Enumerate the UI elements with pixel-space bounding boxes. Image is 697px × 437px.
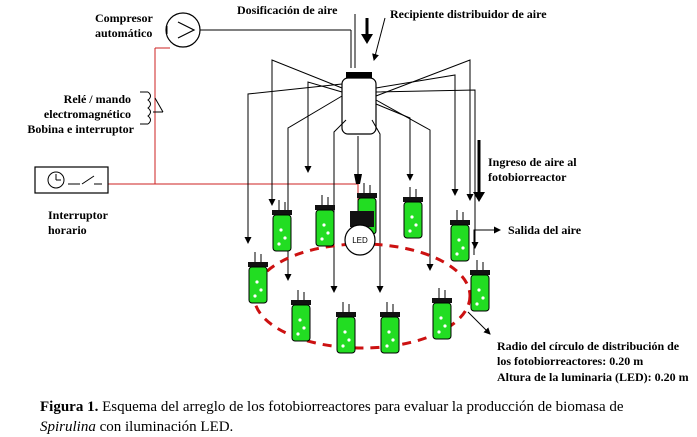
notes-label: Radio del círculo de distribución de los… [497,339,689,384]
led-label: LED [352,236,368,245]
air-tube [375,103,414,181]
photobioreactor [272,200,292,252]
timer-switch-icon [34,166,109,194]
figure-caption: Figura 1. Esquema del arreglo de los fot… [40,397,680,437]
air-tube [375,59,474,201]
photobioreactor [315,195,335,247]
air-outlet-label: Salida del aire [508,223,582,237]
compressor-label: Compresor automático [95,11,156,40]
distributor-pointer [372,17,386,61]
photobioreactor [450,210,470,262]
air-dosing-label: Dosificación de aire [237,3,338,17]
led-lamp: LED [344,136,376,256]
air-tube [268,59,343,206]
photobioreactors [248,183,490,354]
air-tube [330,119,347,293]
notes-pointer [467,311,491,335]
air-distributor-vessel [341,72,377,135]
power-wiring [108,47,359,215]
photobioreactor [336,302,356,354]
photobioreactor [403,187,423,239]
air-inlet-arrow [473,140,485,202]
photobioreactor [291,290,311,342]
air-tube [375,74,459,196]
timer-label: Interruptor horario [48,208,111,237]
figure-label: Figura 1. [40,399,99,415]
photobioreactor [380,302,400,354]
air-tube [244,83,343,244]
air-dosing-arrow [361,18,373,44]
photobioreactor [432,288,452,340]
caption-species: Spirulina [40,419,96,435]
caption-text-1: Esquema del arreglo de los fotobiorreact… [98,399,624,415]
air-tube [375,99,434,271]
air-outlet-arrow [473,226,501,255]
distributor-label: Recipiente distribuidor de aire [390,7,547,21]
photobioreactor [248,252,268,304]
relay-icon [140,91,164,125]
compressor-icon [165,12,201,48]
air-tube [304,81,343,173]
air-tube [371,119,384,293]
air-supply-line [200,14,356,68]
relay-label: Relé / mando electromagnético Bobina e i… [27,92,134,136]
air-inlet-label: Ingreso de aire al fotobiorreactor [488,155,580,184]
photobioreactor [470,260,490,312]
caption-text-2: con iluminación LED. [95,419,234,435]
